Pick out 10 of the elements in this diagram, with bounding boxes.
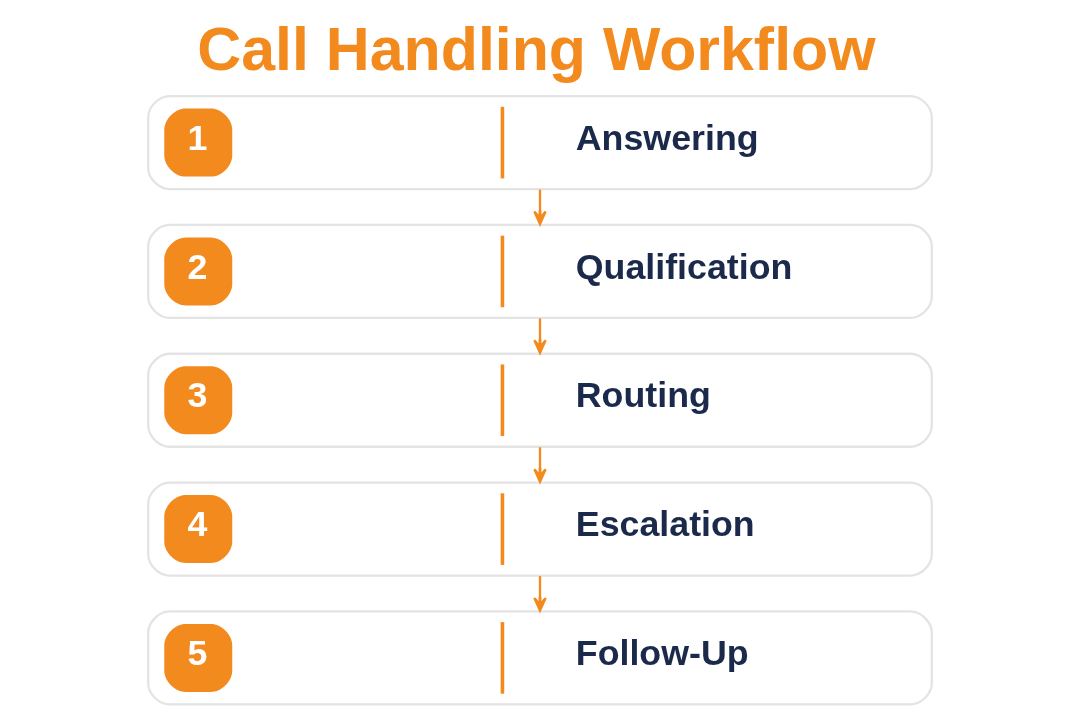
node-box: 5 Follow-Up [147, 610, 933, 706]
arrow [533, 447, 547, 483]
node-box: 1 Answering [147, 94, 933, 191]
arrow [533, 189, 547, 226]
diagram-title: Call Handling Workflow [197, 14, 876, 83]
arrow [533, 318, 547, 355]
node-box: 2 Qualification [147, 223, 933, 320]
node-box: 3 Routing [147, 352, 933, 448]
node-box: 4 Escalation [147, 481, 933, 577]
arrow [533, 576, 547, 612]
